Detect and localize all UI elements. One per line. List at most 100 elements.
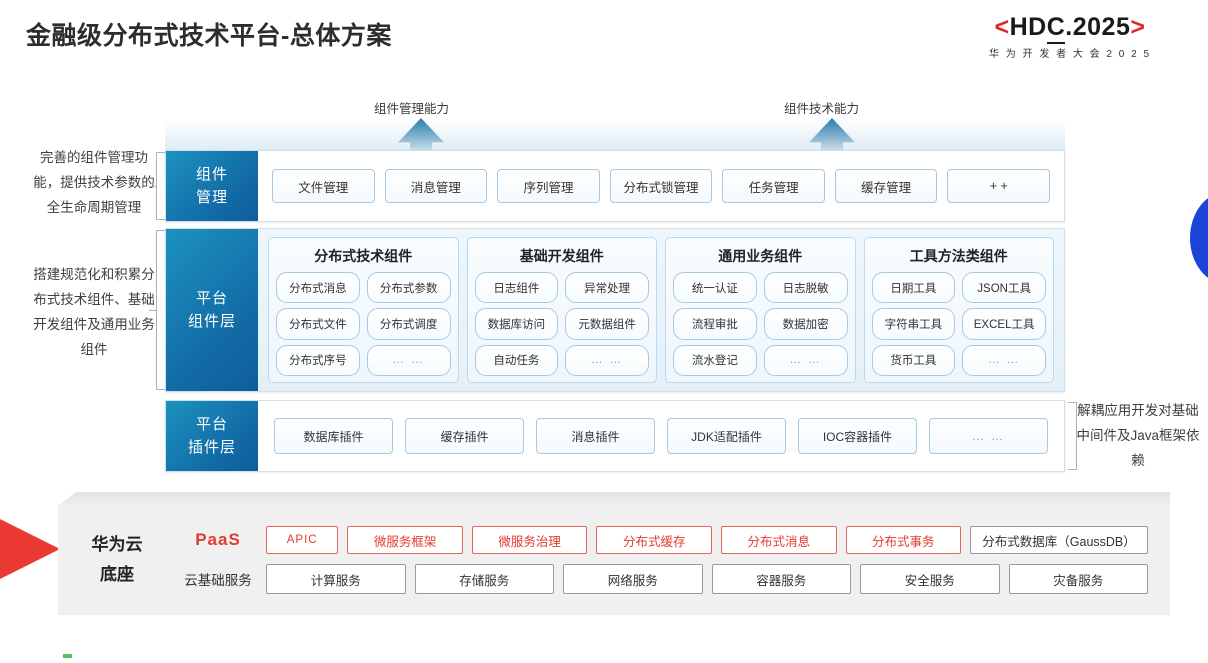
plugin-ioc-container[interactable]: IOC容器插件 <box>798 418 917 454</box>
paas-apic[interactable]: APIC <box>266 526 339 554</box>
cell-unified-auth[interactable]: 统一认证 <box>673 272 757 304</box>
cell-metadata-component[interactable]: 元数据组件 <box>565 308 649 340</box>
cloud-slab-bevel <box>58 492 1170 506</box>
hdc-logo-subtitle: 华 为 开 发 者 大 会 2 0 2 5 <box>988 49 1152 61</box>
chip-message-management[interactable]: 消息管理 <box>384 169 488 203</box>
background-wash <box>165 118 1065 154</box>
group-grid-general-business: 统一认证 日志脱敏 流程审批 数据加密 流水登记 … … <box>673 272 848 376</box>
cell-distributed-sequence[interactable]: 分布式序号 <box>276 344 360 376</box>
paas-distributed-database-gaussdb[interactable]: 分布式数据库（GaussDB） <box>970 526 1149 554</box>
bracket-platform <box>156 230 165 390</box>
basic-container-service[interactable]: 容器服务 <box>711 564 851 594</box>
cell-database-access[interactable]: 数据库访问 <box>474 308 559 340</box>
bracket-tick-management <box>149 186 156 187</box>
cell-distributed-param[interactable]: 分布式参数 <box>366 272 451 304</box>
layer-label-management: 组件 管理 <box>166 151 258 221</box>
basic-disaster-recovery-service[interactable]: 灾备服务 <box>1008 564 1148 594</box>
chip-sequence-management[interactable]: 序列管理 <box>497 169 600 203</box>
cell-distributed-more[interactable]: … … <box>366 344 451 376</box>
plugin-cache[interactable]: 缓存插件 <box>405 418 524 454</box>
group-tool-methods: 工具方法类组件 日期工具 JSON工具 字符串工具 EXCEL工具 货币工具 …… <box>863 237 1054 383</box>
bracket-right-icon: > <box>1130 13 1146 41</box>
layer-label-plugin-line1: 平台 <box>195 416 228 433</box>
cell-json-tool[interactable]: JSON工具 <box>962 272 1046 304</box>
plugin-message[interactable]: 消息插件 <box>536 418 655 454</box>
group-title-tool-methods: 工具方法类组件 <box>909 248 1008 264</box>
cloud-slab: 华为云 底座 PaaS APIC 微服务框架 微服务治理 分布式缓存 分布式消息… <box>58 505 1170 615</box>
cloud-label: 华为云 底座 <box>58 530 170 590</box>
layer-label-plugin-line2: 插件层 <box>187 439 236 456</box>
group-general-business: 通用业务组件 统一认证 日志脱敏 流程审批 数据加密 流水登记 … … <box>665 237 856 383</box>
paas-items: APIC 微服务框架 微服务治理 分布式缓存 分布式消息 分布式事务 分布式数据… <box>266 526 1149 554</box>
chip-add-more[interactable]: + + <box>947 169 1051 203</box>
layer-label-platform-line2: 组件层 <box>187 313 236 330</box>
arrow-caption-left: 组件管理能力 <box>374 102 450 116</box>
hdc-logo: <HDC.2025> 华 为 开 发 者 大 会 2 0 2 5 <box>950 13 1190 61</box>
cell-distributed-file[interactable]: 分布式文件 <box>276 308 360 340</box>
page-title: 金融级分布式技术平台-总体方案 <box>26 22 392 50</box>
paas-distributed-message[interactable]: 分布式消息 <box>720 526 837 554</box>
cell-data-encryption[interactable]: 数据加密 <box>763 308 848 340</box>
basic-compute-service[interactable]: 计算服务 <box>266 564 406 594</box>
bracket-tick-plugin <box>1076 436 1083 437</box>
hdc-logo-year: .2025 <box>1065 13 1131 41</box>
cell-log-masking[interactable]: 日志脱敏 <box>763 272 848 304</box>
basic-services-tag: 云基础服务 <box>184 573 252 588</box>
cell-business-more[interactable]: … … <box>763 344 848 376</box>
management-items: 文件管理 消息管理 序列管理 分布式锁管理 任务管理 缓存管理 + + <box>258 151 1064 221</box>
paas-microservice-governance[interactable]: 微服务治理 <box>471 526 588 554</box>
cell-excel-tool[interactable]: EXCEL工具 <box>962 308 1046 340</box>
blue-lens-decoration <box>1190 192 1208 284</box>
cloud-label-line2: 底座 <box>100 565 134 584</box>
chip-distributed-lock-management[interactable]: 分布式锁管理 <box>609 169 713 203</box>
cell-transaction-record[interactable]: 流水登记 <box>673 344 757 376</box>
layer-label-management-line1: 组件 <box>195 166 228 183</box>
basic-storage-service[interactable]: 存储服务 <box>414 564 554 594</box>
cell-distributed-message[interactable]: 分布式消息 <box>276 272 360 304</box>
cell-tool-more[interactable]: … … <box>962 344 1046 376</box>
cloud-label-line1: 华为云 <box>91 535 143 554</box>
cell-basic-more[interactable]: … … <box>565 344 649 376</box>
group-title-basic-development: 基础开发组件 <box>519 248 604 264</box>
plugin-more[interactable]: … … <box>929 418 1048 454</box>
paas-microservice-framework[interactable]: 微服务框架 <box>347 526 463 554</box>
cell-date-tool[interactable]: 日期工具 <box>871 272 956 304</box>
layer-platform-plugin: 平台 插件层 数据库插件 缓存插件 消息插件 JDK适配插件 IOC容器插件 …… <box>165 400 1065 472</box>
platform-groups: 分布式技术组件 分布式消息 分布式参数 分布式文件 分布式调度 分布式序号 … … <box>258 229 1064 391</box>
chip-file-management[interactable]: 文件管理 <box>272 169 375 203</box>
group-grid-tool-methods: 日期工具 JSON工具 字符串工具 EXCEL工具 货币工具 … … <box>871 272 1046 376</box>
layer-platform-component: 平台 组件层 分布式技术组件 分布式消息 分布式参数 分布式文件 分布式调度 分… <box>165 228 1065 392</box>
paas-row: PaaS APIC 微服务框架 微服务治理 分布式缓存 分布式消息 分布式事务 … <box>170 526 1149 554</box>
layer-label-platform: 平台 组件层 <box>166 229 258 391</box>
group-grid-distributed-tech: 分布式消息 分布式参数 分布式文件 分布式调度 分布式序号 … … <box>276 272 451 376</box>
paas-distributed-cache[interactable]: 分布式缓存 <box>596 526 712 554</box>
basic-security-service[interactable]: 安全服务 <box>860 564 1000 594</box>
cell-log-component[interactable]: 日志组件 <box>474 272 559 304</box>
cell-exception-handling[interactable]: 异常处理 <box>565 272 649 304</box>
red-arc-decoration <box>0 497 60 601</box>
group-title-general-business: 通用业务组件 <box>718 248 803 264</box>
chip-task-management[interactable]: 任务管理 <box>722 169 825 203</box>
basic-services-row: 云基础服务 计算服务 存储服务 网络服务 容器服务 安全服务 灾备服务 <box>170 564 1148 594</box>
plugin-jdk-adapter[interactable]: JDK适配插件 <box>667 418 786 454</box>
cell-distributed-schedule[interactable]: 分布式调度 <box>366 308 451 340</box>
plugin-items: 数据库插件 缓存插件 消息插件 JDK适配插件 IOC容器插件 … … <box>258 401 1064 471</box>
cell-auto-task[interactable]: 自动任务 <box>474 344 559 376</box>
basic-network-service[interactable]: 网络服务 <box>563 564 703 594</box>
bracket-tick-platform <box>149 310 156 311</box>
hdc-logo-c: C <box>1046 13 1066 44</box>
group-distributed-tech: 分布式技术组件 分布式消息 分布式参数 分布式文件 分布式调度 分布式序号 … … <box>268 237 459 383</box>
chip-cache-management[interactable]: 缓存管理 <box>834 169 938 203</box>
layer-label-management-line2: 管理 <box>195 189 228 206</box>
plugin-database[interactable]: 数据库插件 <box>274 418 393 454</box>
cell-process-approval[interactable]: 流程审批 <box>673 308 757 340</box>
note-right: 解耦应用开发对基础中间件及Java框架依赖 <box>1076 403 1200 468</box>
group-basic-development: 基础开发组件 日志组件 异常处理 数据库访问 元数据组件 自动任务 … … <box>466 237 657 383</box>
paas-distributed-transaction[interactable]: 分布式事务 <box>845 526 962 554</box>
bracket-management <box>156 152 165 220</box>
arrow-caption-right: 组件技术能力 <box>784 102 860 116</box>
cell-string-tool[interactable]: 字符串工具 <box>871 308 956 340</box>
cloud-rows: PaaS APIC 微服务框架 微服务治理 分布式缓存 分布式消息 分布式事务 … <box>170 526 1170 594</box>
cell-currency-tool[interactable]: 货币工具 <box>871 344 956 376</box>
